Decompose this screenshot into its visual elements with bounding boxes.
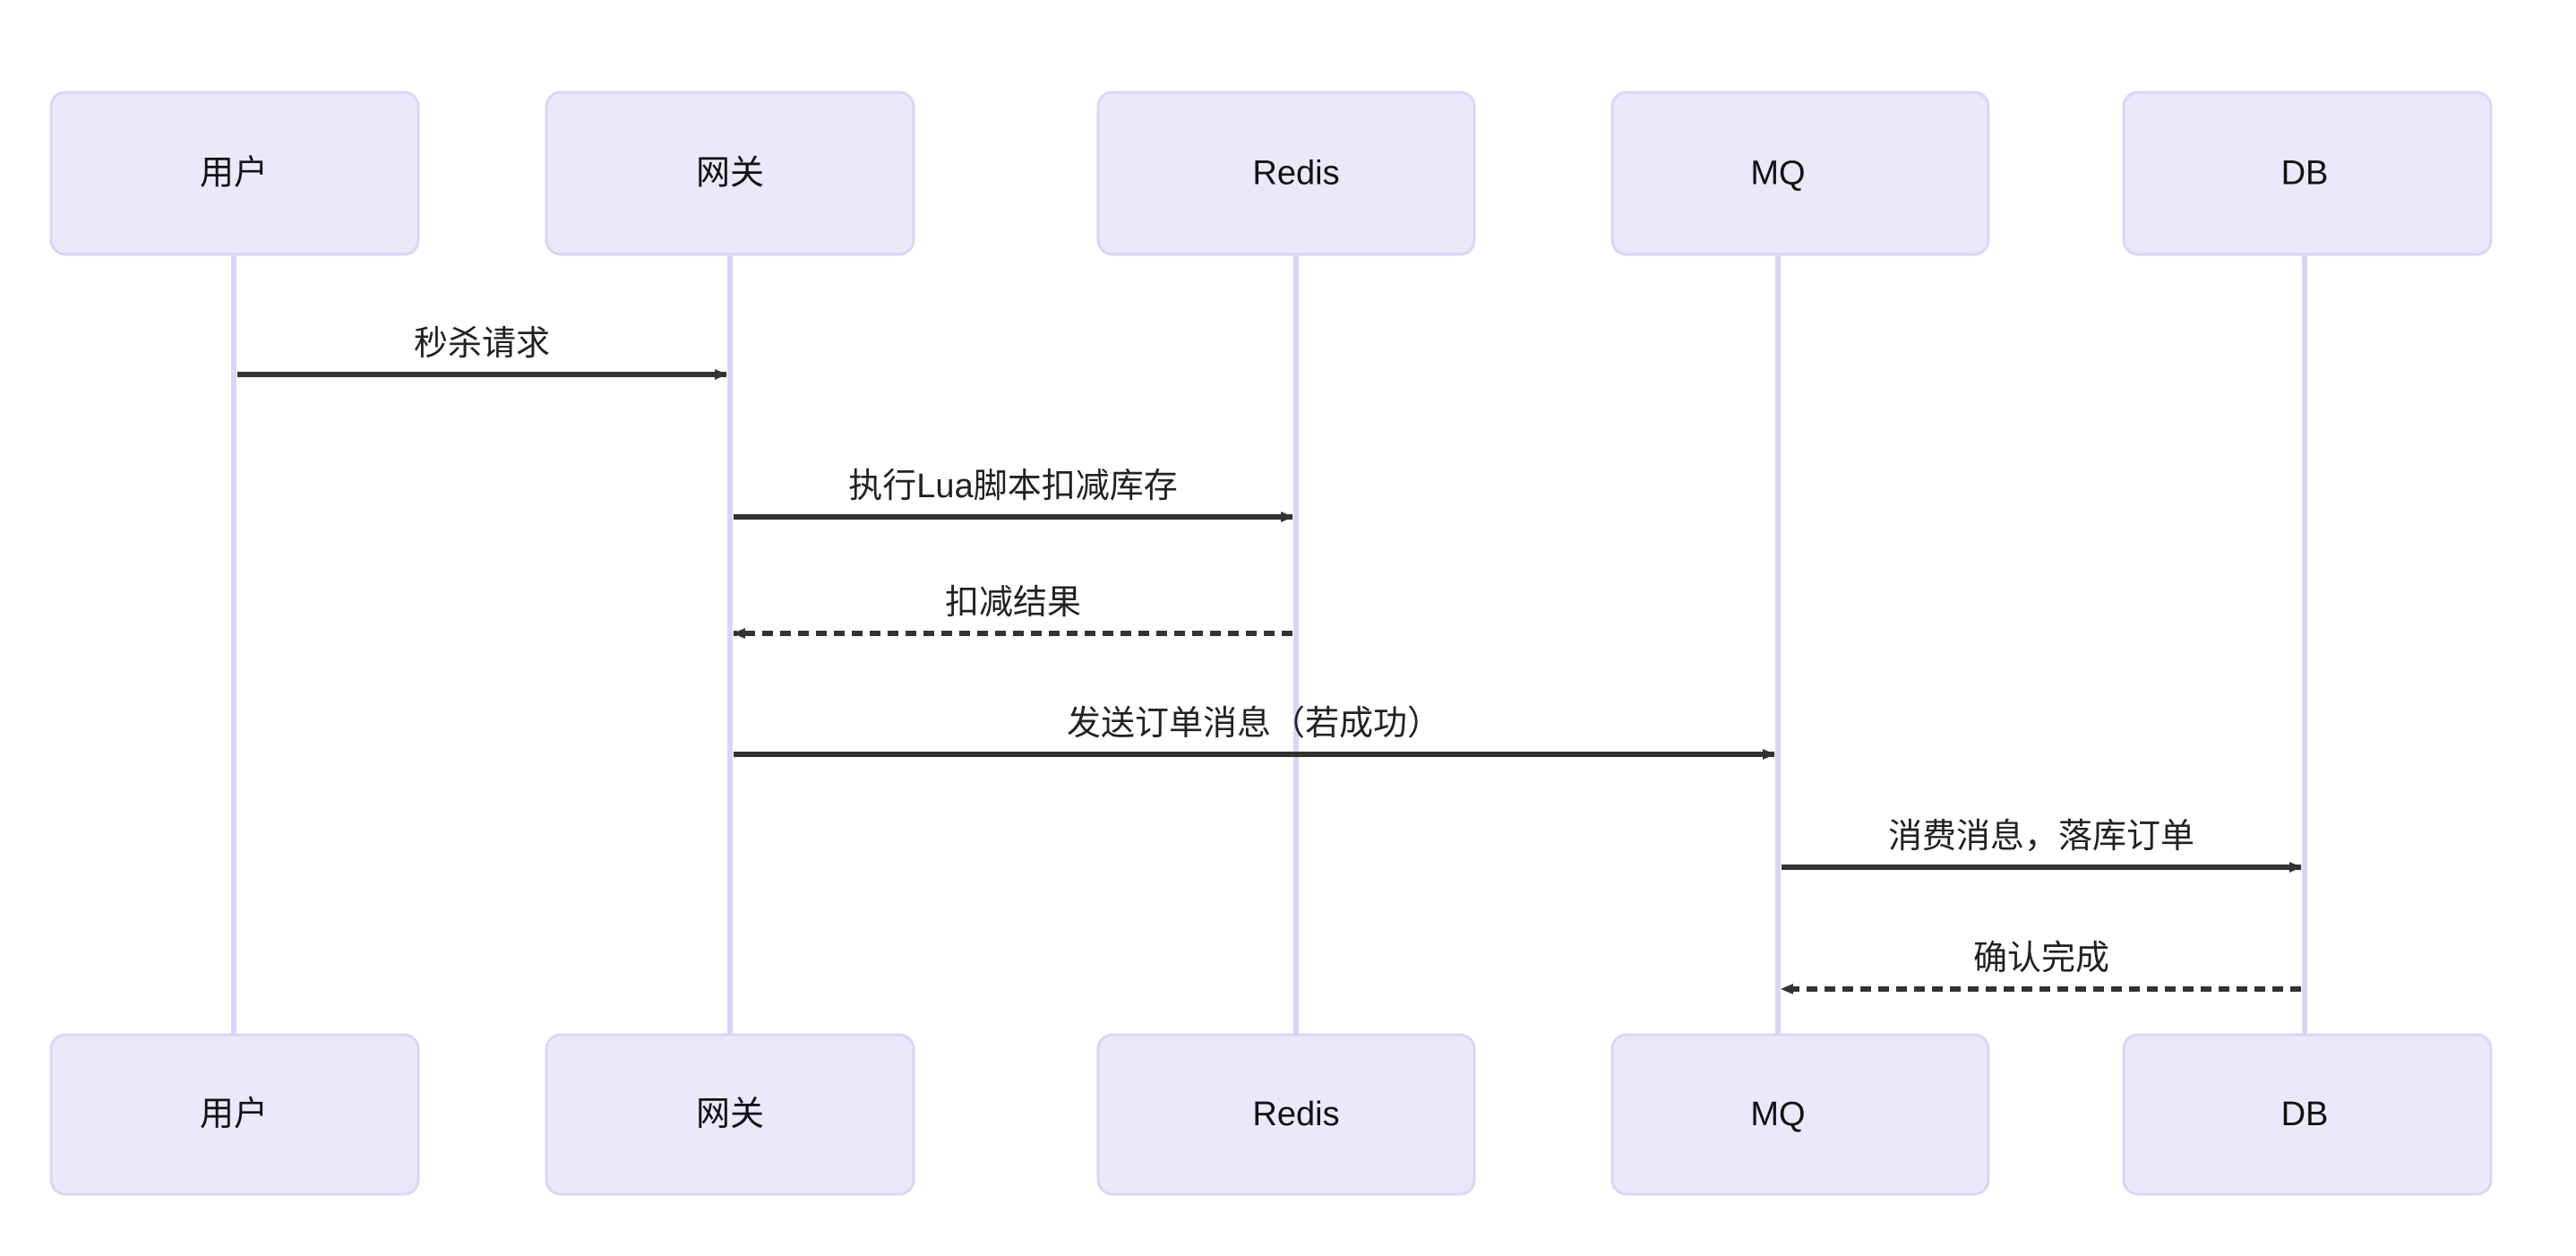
- actor-bottom-user[interactable]: 用户: [49, 1033, 420, 1196]
- actors-bottom-group: 用户 网关 Redis MQ DB: [49, 1033, 2493, 1196]
- message-3[interactable]: 扣减结果: [733, 584, 1292, 639]
- actor-box: [2122, 90, 2493, 256]
- actor-label: 用户: [200, 155, 268, 193]
- actor-label: 用户: [200, 1096, 268, 1133]
- actor-top-redis[interactable]: Redis: [1096, 90, 1476, 256]
- message-label: 扣减结果: [945, 584, 1081, 622]
- message-label: 发送订单消息（若成功）: [1067, 705, 1441, 743]
- message-2[interactable]: 执行Lua脚本扣减库存: [734, 468, 1293, 522]
- actor-label: Redis: [1252, 155, 1339, 193]
- actor-box: [1610, 1033, 1990, 1196]
- message-4[interactable]: 发送订单消息（若成功）: [734, 705, 1775, 760]
- message-6[interactable]: 确认完成: [1781, 940, 2301, 994]
- actor-label: Redis: [1252, 1096, 1339, 1133]
- actor-label: MQ: [1750, 1096, 1805, 1133]
- actor-label: DB: [2281, 1096, 2329, 1133]
- actor-box: [2122, 1033, 2493, 1196]
- actors-top-group: 用户 网关 Redis MQ DB: [49, 90, 2493, 256]
- lifelines-group: [231, 254, 2307, 1035]
- actor-top-db[interactable]: DB: [2122, 90, 2493, 256]
- actor-label: DB: [2281, 155, 2329, 193]
- actor-box: [1096, 1033, 1476, 1196]
- message-1[interactable]: 秒杀请求: [237, 325, 727, 380]
- actor-top-gateway[interactable]: 网关: [545, 90, 915, 256]
- message-5[interactable]: 消费消息，落库订单: [1782, 818, 2302, 873]
- actor-label: 网关: [696, 155, 764, 193]
- actor-top-user[interactable]: 用户: [49, 90, 420, 256]
- actor-bottom-mq[interactable]: MQ: [1610, 1033, 1990, 1196]
- actor-box: [1096, 90, 1476, 256]
- actor-box: [49, 1033, 420, 1196]
- actor-top-mq[interactable]: MQ: [1610, 90, 1990, 256]
- message-label: 秒杀请求: [414, 325, 550, 363]
- actor-box: [545, 1033, 915, 1196]
- actor-box: [1610, 90, 1990, 256]
- actor-box: [545, 90, 915, 256]
- actor-label: 网关: [696, 1096, 764, 1133]
- message-label: 确认完成: [1973, 940, 2109, 977]
- actor-bottom-db[interactable]: DB: [2122, 1033, 2493, 1196]
- message-label: 消费消息，落库订单: [1888, 818, 2194, 856]
- actor-label: MQ: [1750, 155, 1805, 193]
- message-label: 执行Lua脚本扣减库存: [848, 468, 1177, 505]
- actor-bottom-gateway[interactable]: 网关: [545, 1033, 915, 1196]
- actor-bottom-redis[interactable]: Redis: [1096, 1033, 1476, 1196]
- actor-box: [49, 90, 420, 256]
